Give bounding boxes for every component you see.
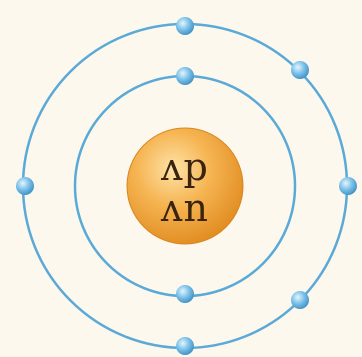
electron <box>176 17 194 35</box>
nucleus: ʌp ʌn <box>126 127 244 245</box>
electron <box>291 61 309 79</box>
nucleus-protons-label: ʌp <box>160 145 209 189</box>
electron <box>176 285 194 303</box>
electron <box>291 291 309 309</box>
nucleus-neutrons-label: ʌn <box>160 186 209 230</box>
outer-shell-electrons <box>16 17 357 355</box>
electron <box>339 177 357 195</box>
electron <box>176 337 194 355</box>
electron <box>16 177 34 195</box>
electron <box>176 67 194 85</box>
inner-shell-electrons <box>176 67 194 303</box>
